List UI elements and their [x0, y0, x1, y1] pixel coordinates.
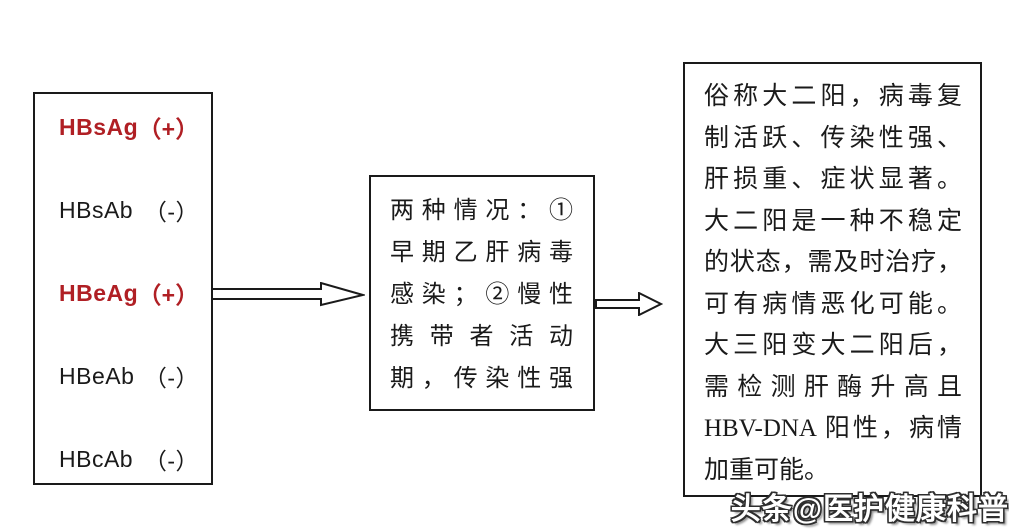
result-row-hbsag: HBsAg （+） [59, 110, 199, 144]
antigen-sign: （+） [138, 116, 200, 142]
antigen-result-panel: HBsAg （+） HBsAb （-） HBeAg （+） HBeAb （-） … [33, 92, 213, 485]
interpretation-line: 大三阳变大二阳后， [704, 332, 962, 359]
antigen-name: HBcAb [59, 445, 134, 472]
situation-line: 携带者活动 [390, 324, 573, 350]
interpretation-line: HBV-DNA 阳性，病情 [704, 415, 962, 442]
interpretation-line: 肝损重、症状显著。 [704, 166, 962, 193]
interpretation-line: 的状态，需及时治疗， [704, 249, 962, 276]
situation-line: 感染；②慢性 [390, 282, 573, 308]
situation-line: 早期乙肝病毒 [390, 240, 573, 266]
situation-line: 期，传染性强 [390, 366, 573, 392]
situation-box: 两种情况：① 早期乙肝病毒 感染；②慢性 携带者活动 期，传染性强 [369, 175, 595, 411]
result-row-hbsab: HBsAb （-） [59, 193, 199, 227]
interpretation-line: 大二阳是一种不稳定 [704, 207, 962, 235]
antigen-sign: （-） [143, 199, 199, 225]
antigen-sign: （-） [143, 365, 199, 391]
interpretation-line: 俗称大二阳，病毒复 [704, 83, 962, 110]
antigen-name: HBeAg [59, 279, 139, 306]
antigen-sign: （+） [138, 282, 200, 308]
antigen-name: HBsAg [59, 113, 139, 140]
antigen-name: HBsAb [59, 196, 134, 223]
antigen-sign: （-） [143, 448, 199, 474]
interpretation-box: 俗称大二阳，病毒复 制活跃、传染性强、 肝损重、症状显著。 大二阳是一种不稳定 … [683, 62, 982, 497]
flow-arrow-left-icon [211, 282, 365, 307]
result-row-hbeab: HBeAb （-） [59, 359, 199, 393]
result-row-hbcab: HBcAb （-） [59, 442, 199, 476]
flow-arrow-right-icon [595, 292, 663, 316]
result-row-hbeag: HBeAg （+） [59, 276, 199, 310]
interpretation-line: 可有病情恶化可能。 [704, 290, 962, 318]
situation-line: 两种情况：① [390, 198, 573, 224]
interpretation-line: 加重可能。 [704, 456, 830, 484]
interpretation-line: 需检测肝酶升高且 [704, 373, 962, 401]
watermark: 头条@医护健康科普 [730, 493, 1009, 526]
interpretation-line: 制活跃、传染性强、 [704, 124, 962, 152]
antigen-name: HBeAb [59, 362, 135, 389]
